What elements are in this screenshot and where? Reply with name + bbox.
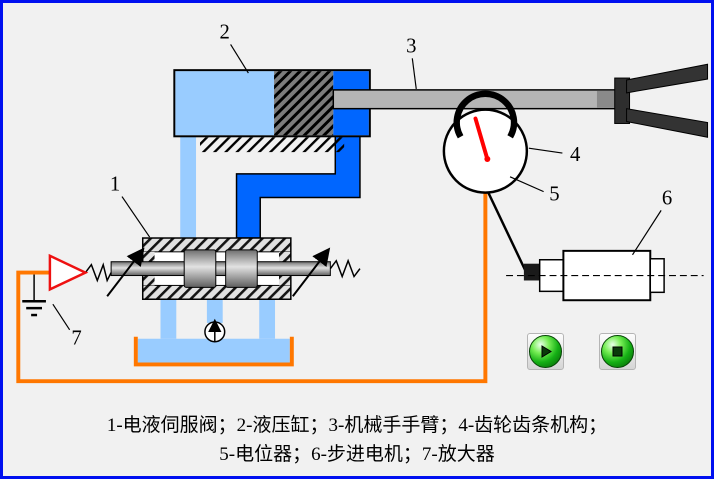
gripper-upper-jaw [626,63,709,94]
valve-spring-left [84,262,112,283]
label-pointer-4 [528,147,563,154]
stop-orb [601,335,634,368]
play-icon [541,345,552,358]
stop-button[interactable] [599,333,636,370]
stop-icon [612,346,623,357]
label-pointer-2 [230,44,249,74]
label-pointer-1 [121,196,151,238]
pipe-cylinder-left [180,136,197,239]
label-pointer-3 [411,58,417,89]
valve-arrow-right-icon [292,247,331,297]
caption-line-1: 1-电液伺服阀；2-液压缸；3-机械手手臂；4-齿轮齿条机构； [106,415,608,436]
caption-line-2: 5-电位器；6-步进电机；7-放大器 [219,444,495,465]
pipe-return-left [160,299,177,339]
ground-icon [22,299,46,317]
cylinder-mount-hatch [199,137,345,153]
gripper-lower-jaw [626,108,709,138]
component-label-cylinder: 2 [219,22,229,44]
tank-outline [133,336,294,367]
valve-bottom-hatch [142,284,292,300]
potentiometer-needle [473,116,490,161]
gripper [614,63,709,138]
stepper-motor [487,192,704,302]
valve-spool-land-left [183,249,217,288]
valve-spring-right [329,258,361,279]
potentiometer-scale-arc [453,90,518,139]
play-button[interactable] [527,333,564,370]
component-label-servo-valve: 1 [110,174,120,196]
cylinder-left-chamber [175,71,275,136]
needle-hub [484,156,491,162]
label-pointer-6 [632,210,662,256]
amplifier-triangle [48,253,89,292]
component-label-motor: 6 [662,187,672,209]
valve-top-hatch [142,237,292,253]
pipe-return-right [259,299,276,339]
tank-fluid [137,338,290,364]
label-pointer-7 [52,303,71,331]
feedback-wire [16,192,488,384]
potentiometer-dial [442,90,529,194]
amplifier [22,253,89,317]
component-label-amplifier: 7 [71,328,81,350]
caption: 1-电液伺服阀；2-液压缸；3-机械手手臂；4-齿轮齿条机构； 5-电位器；6-… [3,411,711,469]
valve-arrow-left-icon [106,247,145,297]
play-orb [529,335,562,368]
component-label-potentiometer: 5 [549,183,559,205]
diagram-canvas: 1 2 3 4 5 6 7 [16,22,709,384]
motor-coupler [523,263,540,281]
gripper-base [614,77,631,124]
servo-valve [84,237,361,300]
pipe-pump-stub [206,299,223,323]
pump-symbol [204,318,226,343]
component-label-gear: 4 [570,144,581,166]
cylinder-piston [274,71,334,136]
component-label-arm: 3 [406,35,416,57]
valve-spool-rod [110,261,331,277]
label-pointer-5 [509,176,544,193]
hydraulic-cylinder [173,69,371,153]
gear-motor-link [487,192,527,273]
valve-spool-land-right [225,249,258,288]
